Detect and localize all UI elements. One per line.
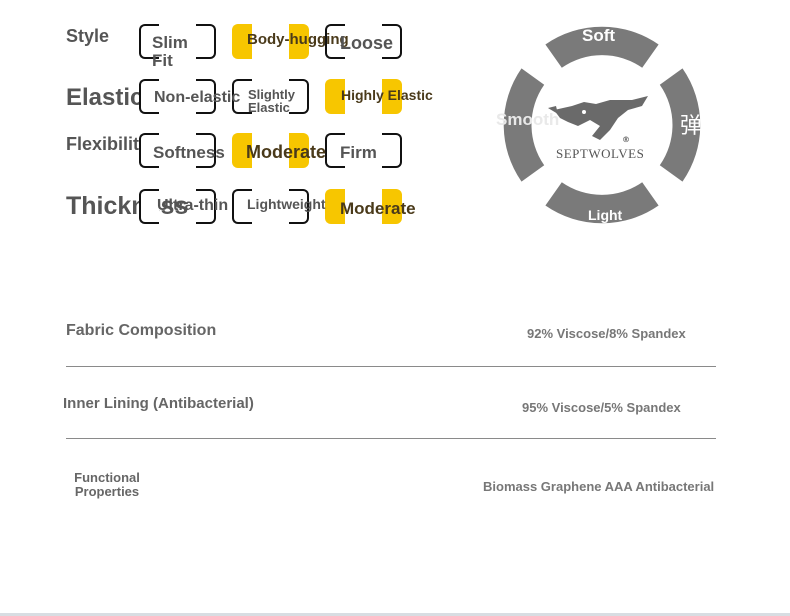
bracket-selected (382, 189, 402, 224)
registered-mark: ® (622, 135, 630, 144)
bracket-selected (325, 189, 345, 224)
bracket (139, 24, 159, 59)
badge-label-right: 弹 (680, 114, 703, 139)
badge-label-top: Soft (582, 26, 616, 45)
property-label-elastic: Elastic (66, 84, 144, 111)
bracket (232, 79, 252, 114)
bracket (325, 24, 345, 59)
spec-value-functional-properties: Biomass Graphene AAA Antibacterial (483, 479, 715, 494)
bracket (196, 189, 216, 224)
badge-segments (503, 26, 701, 224)
property-label-flexibility: Flexibility (66, 134, 150, 154)
bracket (139, 133, 159, 168)
bracket-selected (325, 79, 345, 114)
property-label-thickness: Thickness (66, 192, 189, 220)
spec-label-functional-properties: Functional Properties (74, 470, 140, 499)
option-slim-fit[interactable]: Slim Fit (152, 33, 188, 70)
bracket (139, 189, 159, 224)
bracket-selected (232, 133, 252, 168)
bracket (289, 189, 309, 224)
spec-label-inner-lining: Inner Lining (Antibacterial) (63, 395, 254, 412)
option-softness[interactable]: Softness (153, 143, 225, 162)
bracket-selected (382, 79, 402, 114)
bracket (325, 133, 345, 168)
option-slightly-elastic[interactable]: Slightly Elastic (248, 87, 295, 115)
segment-bottom (545, 182, 659, 224)
bracket (289, 79, 309, 114)
spec-value-fabric-composition: 92% Viscose/8% Spandex (527, 326, 686, 341)
option-lightweight[interactable]: Lightweight (247, 196, 326, 212)
divider (66, 438, 716, 439)
footer-line (0, 613, 790, 616)
bracket (139, 79, 159, 114)
segment-top (545, 26, 659, 68)
bracket (382, 24, 402, 59)
bracket (196, 24, 216, 59)
badge-ring: ® (503, 26, 701, 224)
wolf-logo-icon (548, 96, 648, 140)
bracket (196, 79, 216, 114)
option-loose[interactable]: Loose (340, 33, 394, 53)
brand-badge: ® Soft Smooth 弹 Light SEPTWOLVES (492, 14, 712, 236)
option-highly-elastic[interactable]: Highly Elastic (341, 87, 433, 103)
property-label-style: Style (66, 26, 110, 46)
bracket-selected (289, 133, 309, 168)
option-body-hugging[interactable]: Body-hugging (247, 31, 349, 48)
option-non-elastic[interactable]: Non-elastic (154, 89, 241, 106)
option-moderate[interactable]: Moderate (246, 142, 327, 162)
option-ultra-thin[interactable]: Ultra-thin (157, 197, 229, 214)
bracket (196, 133, 216, 168)
badge-label-bottom: Light (588, 207, 623, 223)
option-firm[interactable]: Firm (340, 143, 377, 162)
bracket-selected (232, 24, 252, 59)
option-moderate-thickness[interactable]: Moderate (340, 199, 416, 218)
bracket (232, 189, 252, 224)
bracket (382, 133, 402, 168)
segment-right (659, 68, 701, 182)
badge-label-left: Smooth (496, 110, 560, 129)
spec-label-fabric-composition: Fabric Composition (66, 322, 217, 339)
bracket-selected (289, 24, 309, 59)
segment-left (503, 68, 545, 182)
brand-name: SEPTWOLVES (556, 146, 645, 161)
spec-value-inner-lining: 95% Viscose/5% Spandex (522, 400, 681, 415)
divider (66, 366, 716, 367)
